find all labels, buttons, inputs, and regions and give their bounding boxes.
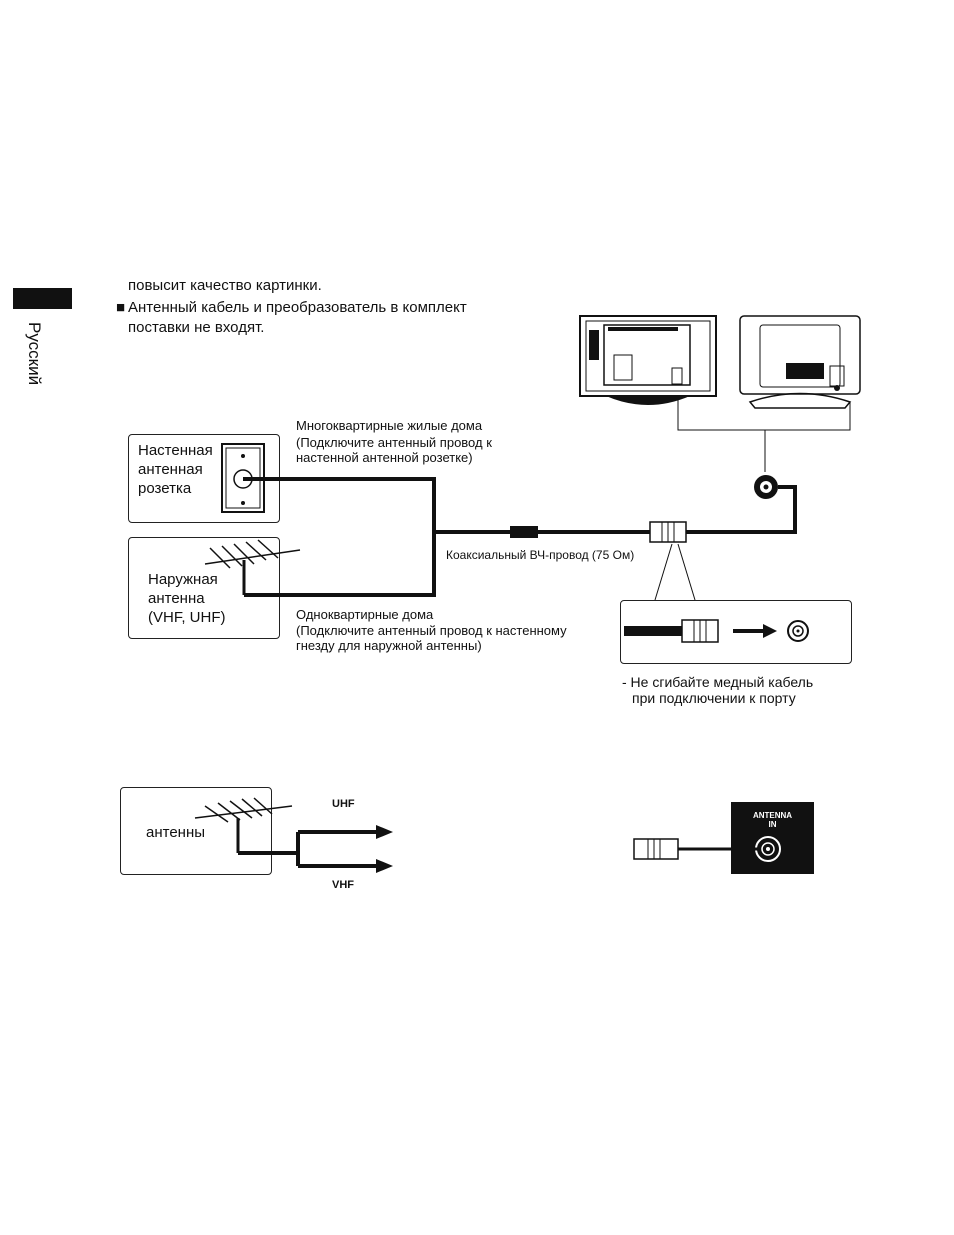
- cable-ferrite-icon: [510, 526, 538, 538]
- antenna-in-port-panel: [731, 802, 814, 874]
- wall-socket-label-2: антенная: [138, 461, 203, 478]
- plasma-tv-rear-icon: [579, 315, 717, 405]
- note-line: повысит качество картинки.: [128, 277, 322, 294]
- single-apartment-title: Одноквартирные дома: [296, 607, 434, 622]
- bullet-note-line2: поставки не входят.: [128, 319, 265, 336]
- language-tab-marker: [13, 288, 72, 309]
- bullet-marker: ■: [116, 299, 126, 316]
- connector-detail-icon: [624, 619, 809, 643]
- antenna-jack-icon: [754, 475, 778, 499]
- cable-warning-2: при подключении к порту: [632, 690, 796, 706]
- uhf-label: UHF: [332, 798, 355, 810]
- uhf-vhf-antenna-icon: [194, 797, 293, 853]
- outdoor-antenna-box: [128, 537, 280, 639]
- outdoor-antenna-label-1: Наружная: [148, 571, 218, 588]
- antenna-port-label-1: ANTENNA: [752, 811, 793, 820]
- single-apartment-note-2: гнезду для наружной антенны): [296, 638, 482, 653]
- outdoor-antenna-label-2: антенна: [148, 590, 205, 607]
- bullet-note-line1: Антенный кабель и преобразователь в комп…: [128, 299, 467, 316]
- multi-apartment-note-2: настенной антенной розетке): [296, 450, 473, 465]
- wall-socket-label-3: розетка: [138, 480, 192, 497]
- antenna-split-label: антенны: [146, 824, 206, 841]
- multi-apartment-note-1: (Подключите антенный провод к: [296, 435, 492, 450]
- coax-plug-small-icon: [633, 838, 679, 860]
- coax-cable-label: Коаксиальный ВЧ-провод (75 Ом): [446, 548, 635, 562]
- antenna-in-port-label: ANTENNA IN: [731, 811, 814, 829]
- outdoor-antenna-icon: [204, 539, 301, 595]
- coax-plug-icon: [649, 521, 687, 543]
- antenna-port-label-2: IN: [768, 820, 777, 829]
- uhf-arrow-icon: [376, 825, 393, 839]
- multi-apartment-title: Многоквартирные жилые дома: [296, 418, 483, 433]
- antenna-split-box: [120, 787, 272, 875]
- vhf-arrow-icon: [376, 859, 393, 873]
- single-apartment-note-1: (Подключите антенный провод к настенному: [296, 623, 567, 638]
- wall-socket-label-1: Настенная: [138, 442, 213, 459]
- crt-tv-rear-icon: [739, 315, 861, 409]
- outdoor-antenna-label-3: (VHF, UHF): [148, 609, 226, 626]
- vhf-label: VHF: [332, 879, 354, 891]
- cable-warning-1: - Не сгибайте медный кабель: [622, 674, 814, 690]
